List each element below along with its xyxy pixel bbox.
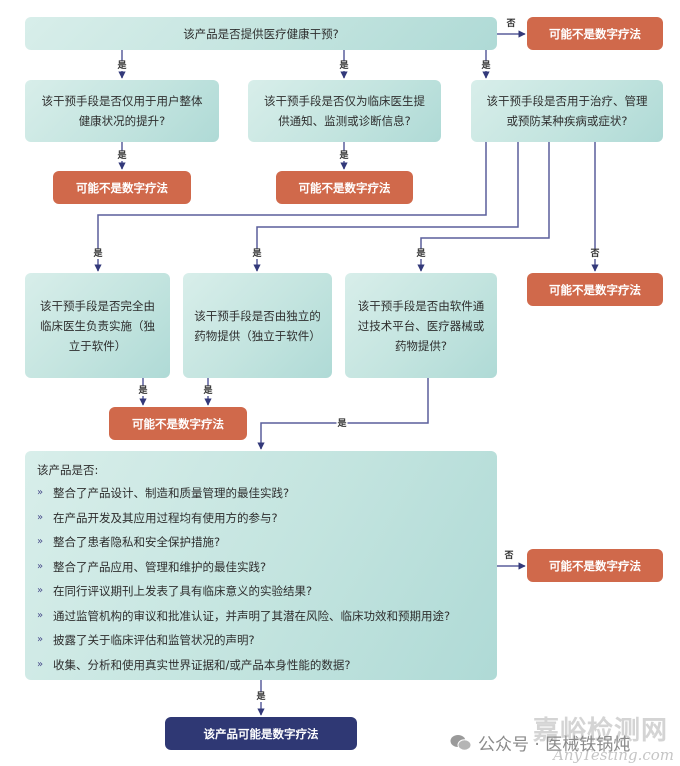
outcome-text: 可能不是数字疗法: [76, 180, 168, 195]
label-no: 否: [503, 551, 515, 561]
arrow-q2c-q3c: [417, 142, 550, 272]
chevron-double-right-icon: »: [37, 536, 44, 547]
checklist-item: » 整合了产品设计、制造和质量管理的最佳实践?: [37, 485, 450, 501]
outcome-text: 可能不是数字疗法: [549, 558, 641, 573]
checklist-item-text: 整合了患者隐私和安全保护措施?: [53, 535, 221, 549]
outcome-not-dtx: 可能不是数字疗法: [53, 171, 191, 204]
outcome-text: 可能不是数字疗法: [549, 26, 641, 41]
question-clinician-delivered: 该干预手段是否完全由临床医生负责实施（独立于软件）: [25, 273, 170, 378]
question-text: 该干预手段是否由软件通过技术平台、医疗器械或药物提供?: [357, 298, 485, 353]
question-text: 该干预手段是否用于治疗、管理或预防某种疾病或症状?: [486, 94, 648, 128]
chevron-double-right-icon: »: [37, 634, 44, 645]
checklist-title: 该产品是否:: [37, 463, 99, 477]
checklist-item: » 披露了关于临床评估和监管状况的声明?: [37, 632, 450, 648]
question-treat-manage-prevent: 该干预手段是否用于治疗、管理或预防某种疾病或症状?: [471, 80, 663, 142]
arrow-q3c-yes: [257, 378, 429, 450]
label-yes: 是: [251, 249, 263, 259]
watermark: 嘉峪检测网 公众号 · 医械铁锅炖 AnyTesting.com: [450, 710, 680, 766]
outcome-text: 可能不是数字疗法: [298, 180, 391, 195]
arrow-q2c-q3b: [253, 142, 519, 272]
label-yes: 是: [338, 151, 350, 161]
checklist-item: » 在同行评议期刊上发表了具有临床意义的实验结果?: [37, 583, 450, 599]
chevron-double-right-icon: »: [37, 609, 44, 621]
label-yes: 是: [92, 249, 104, 259]
checklist-item: » 通过监管机构的审议和批准认证，并声明了其潜在风险、临床功效和预期用途?: [37, 608, 450, 624]
label-yes: 是: [480, 61, 492, 71]
checklist-item: » 整合了产品应用、管理和维护的最佳实践?: [37, 559, 450, 575]
question-text: 该干预手段是否完全由临床医生负责实施（独立于软件）: [40, 298, 155, 353]
chevron-double-right-icon: »: [37, 487, 44, 498]
question-general-wellness: 该干预手段是否仅用于用户整体健康状况的提升?: [25, 80, 219, 142]
label-no: 否: [505, 19, 517, 29]
question-provides-health-intervention: 该产品是否提供医疗健康干预?: [25, 17, 497, 50]
wechat-icon: [450, 734, 472, 752]
outcome-not-dtx: 可能不是数字疗法: [276, 171, 413, 204]
outcome-likely-dtx: 该产品可能是数字疗法: [165, 717, 357, 750]
checklist-box: 该产品是否: » 整合了产品设计、制造和质量管理的最佳实践? » 在产品开发及其应用…: [25, 451, 497, 680]
checklist-item: » 在产品开发及其应用过程均有使用方的参与?: [37, 510, 450, 526]
watermark-url: AnyTesting.com: [553, 746, 674, 764]
question-text: 该干预手段是否由独立的药物提供（独立于软件）: [194, 308, 321, 343]
outcome-text: 可能不是数字疗法: [549, 282, 641, 297]
outcome-text: 可能不是数字疗法: [132, 416, 224, 431]
question-text: 该干预手段是否仅为临床医生提供通知、监测或诊断信息?: [264, 94, 425, 128]
checklist-item: » 收集、分析和使用真实世界证据和/或产品本身性能的数据?: [37, 657, 450, 673]
label-yes: 是: [137, 386, 149, 396]
checklist-item-text: 在同行评议期刊上发表了具有临床意义的实验结果?: [53, 584, 313, 598]
label-no: 否: [589, 249, 601, 259]
label-yes: 是: [255, 692, 267, 702]
label-yes: 是: [116, 61, 128, 71]
checklist-item-text: 整合了产品设计、制造和质量管理的最佳实践?: [53, 486, 290, 500]
arrow-q2c-q3a: [94, 142, 487, 272]
label-yes: 是: [336, 419, 348, 429]
label-yes: 是: [338, 61, 350, 71]
checklist-item-text: 整合了产品应用、管理和维护的最佳实践?: [53, 559, 267, 574]
label-yes: 是: [202, 386, 214, 396]
watermark-account-text: 公众号 · 医械铁锅炖: [478, 735, 631, 755]
question-clinician-info-only: 该干预手段是否仅为临床医生提供通知、监测或诊断信息?: [248, 80, 441, 142]
label-yes: 是: [415, 249, 427, 259]
chevron-double-right-icon: »: [37, 658, 44, 670]
checklist-item-text: 在产品开发及其应用过程均有使用方的参与?: [53, 510, 278, 525]
outcome-not-dtx: 可能不是数字疗法: [527, 273, 663, 306]
checklist-item-text: 收集、分析和使用真实世界证据和/或产品本身性能的数据?: [53, 657, 351, 672]
watermark-site: 嘉峪检测网: [532, 716, 668, 746]
watermark-account: 公众号 · 医械铁锅炖: [450, 730, 630, 755]
chevron-double-right-icon: »: [37, 585, 44, 596]
label-yes: 是: [116, 151, 128, 161]
checklist: » 整合了产品设计、制造和质量管理的最佳实践? » 在产品开发及其应用过程均有使用方…: [37, 485, 450, 681]
outcome-text: 该产品可能是数字疗法: [203, 726, 319, 741]
checklist-item: » 整合了患者隐私和安全保护措施?: [37, 534, 450, 550]
outcome-not-dtx: 可能不是数字疗法: [109, 407, 247, 440]
question-software-delivered: 该干预手段是否由软件通过技术平台、医疗器械或药物提供?: [345, 273, 497, 378]
chevron-double-right-icon: »: [37, 511, 44, 523]
question-drug-delivered: 该干预手段是否由独立的药物提供（独立于软件）: [183, 273, 332, 378]
checklist-item-text: 通过监管机构的审议和批准认证，并声明了其潜在风险、临床功效和预期用途?: [53, 608, 451, 623]
outcome-not-dtx: 可能不是数字疗法: [527, 17, 663, 50]
outcome-not-dtx: 可能不是数字疗法: [527, 549, 663, 582]
checklist-item-text: 披露了关于临床评估和监管状况的声明?: [53, 633, 255, 647]
question-text: 该产品是否提供医疗健康干预?: [183, 26, 339, 41]
question-text: 该干预手段是否仅用于用户整体健康状况的提升?: [41, 94, 203, 128]
chevron-double-right-icon: »: [37, 560, 44, 572]
